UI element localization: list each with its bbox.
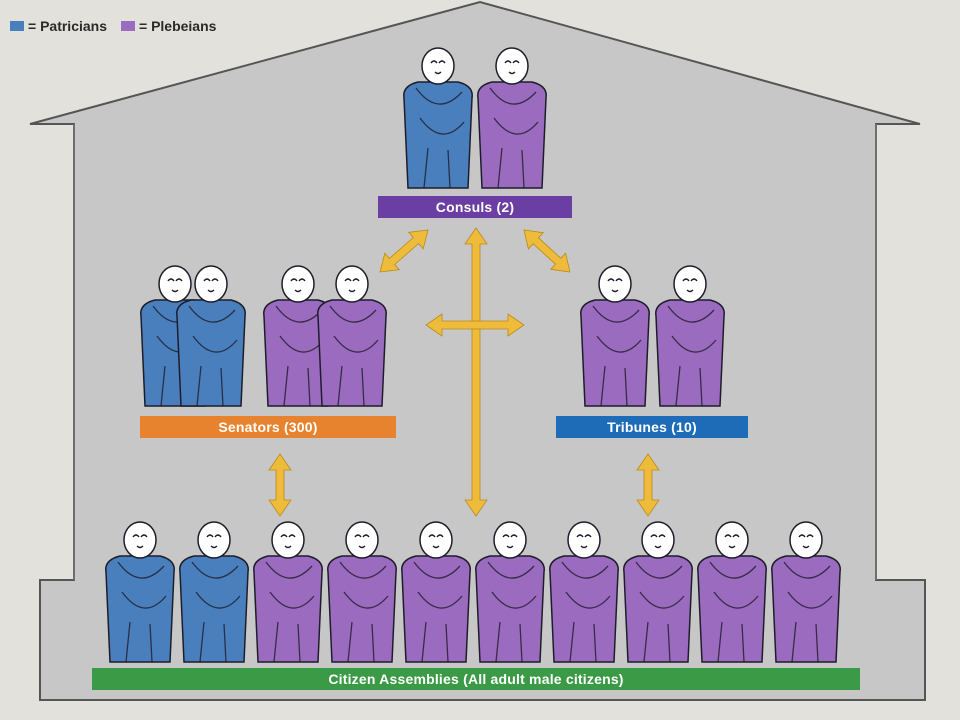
consuls-figures [403, 47, 547, 189]
plebeian-figure [401, 521, 471, 663]
plebeian-figure [623, 521, 693, 663]
senators-figures [140, 265, 387, 407]
plebeian-figure [327, 521, 397, 663]
patrician-legend-label: = Patricians [28, 18, 107, 34]
plebeian-figure [549, 521, 619, 663]
senators-label: Senators (300) [140, 416, 396, 438]
tribunes-label: Tribunes (10) [556, 416, 748, 438]
tribunes-figures [580, 265, 725, 407]
patrician-figure [176, 265, 246, 407]
arrow-senators-tribunes [425, 313, 525, 337]
plebeian-figure [317, 265, 387, 407]
plebeian-figure [580, 265, 650, 407]
arrow-consuls-tribunes [523, 229, 571, 273]
plebeian-figure [771, 521, 841, 663]
legend: = Patricians = Plebeians [10, 18, 216, 34]
plebeian-figure [477, 47, 547, 189]
arrow-consuls-senators [379, 229, 429, 273]
figure-groups [105, 47, 841, 663]
arrow-consuls-assemblies [464, 227, 488, 517]
plebeian-figure [253, 521, 323, 663]
arrow-senators-assemblies [268, 453, 292, 517]
patrician-figure [403, 47, 473, 189]
building-inner-wall [73, 124, 877, 580]
patrician-figure [105, 521, 175, 663]
arrow-tribunes-assemblies [636, 453, 660, 517]
assemblies-figures [105, 521, 841, 663]
assemblies-label: Citizen Assemblies (All adult male citiz… [92, 668, 860, 690]
patrician-swatch [10, 21, 24, 31]
plebeian-swatch [121, 21, 135, 31]
plebeian-legend-label: = Plebeians [139, 18, 217, 34]
patrician-figure [179, 521, 249, 663]
consuls-label: Consuls (2) [378, 196, 572, 218]
plebeian-figure [263, 265, 333, 407]
plebeian-figure [697, 521, 767, 663]
plebeian-figure [475, 521, 545, 663]
plebeian-figure [655, 265, 725, 407]
connection-arrows [268, 227, 660, 517]
